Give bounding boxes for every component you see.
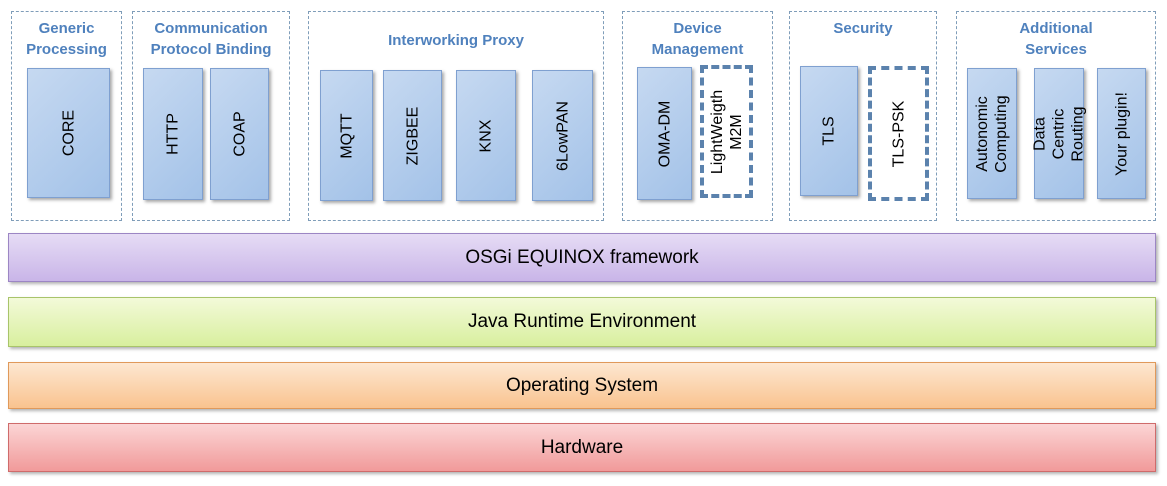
group-title-additional-services: Additional Services — [1019, 20, 1093, 58]
group-security: Security TLS TLS-PSK — [789, 11, 937, 221]
module-data-centric-routing: Data Centric Routing — [1032, 68, 1087, 199]
module-label-tls: TLS — [820, 116, 838, 146]
module-http: HTTP — [143, 68, 203, 200]
module-label-your-plugin: Your plugin! — [1113, 91, 1130, 176]
layer-hardware: Hardware — [8, 423, 1156, 472]
module-your-plugin: Your plugin! — [1097, 68, 1146, 199]
layer-osgi-framework: OSGi EQUINOX framework — [8, 233, 1156, 282]
module-label-autonomic-computing: Autonomic Computing — [974, 94, 1010, 173]
group-title-security: Security — [833, 20, 893, 37]
group-title-generic-processing: Generic Processing — [26, 20, 107, 58]
group-title-interworking-proxy: Interworking Proxy — [388, 32, 524, 49]
group-title-device-management: Device Management — [651, 20, 744, 58]
module-label-knx: KNX — [477, 119, 495, 152]
module-6lowpan: 6LowPAN — [532, 70, 593, 201]
module-label-6lowpan: 6LowPAN — [554, 100, 571, 171]
module-zigbee: ZIGBEE — [383, 70, 442, 201]
module-knx: KNX — [456, 70, 516, 201]
group-additional-services: Additional Services Autonomic Computing … — [956, 11, 1156, 221]
module-label-data-centric-routing: Data Centric Routing — [1031, 105, 1087, 162]
module-label-coap: COAP — [231, 111, 248, 157]
module-core: CORE — [27, 68, 110, 198]
group-device-management: Device Management OMA-DM LightWeigth M2M — [622, 11, 773, 221]
module-lightweight-m2m: LightWeigth M2M — [700, 65, 753, 198]
layer-label-os: Operating System — [505, 374, 659, 396]
layer-label-osgi: OSGi EQUINOX framework — [465, 246, 699, 268]
module-label-tls-psk: TLS-PSK — [890, 100, 907, 167]
module-mqtt: MQTT — [320, 70, 373, 201]
module-label-oma-dm: OMA-DM — [656, 100, 673, 167]
layer-label-hardware: Hardware — [540, 436, 624, 458]
layer-operating-system: Operating System — [8, 362, 1156, 409]
module-label-http: HTTP — [164, 113, 182, 155]
module-label-core: CORE — [60, 109, 77, 157]
module-oma-dm: OMA-DM — [637, 67, 692, 200]
group-communication-protocol-binding: Communication Protocol Binding HTTP COAP — [132, 11, 290, 221]
module-label-lightweight-m2m: LightWeigth M2M — [708, 89, 745, 174]
group-title-communication-protocol-binding: Communication Protocol Binding — [150, 20, 272, 58]
group-generic-processing: Generic Processing CORE — [11, 11, 122, 221]
module-autonomic-computing: Autonomic Computing — [967, 68, 1017, 199]
group-interworking-proxy: Interworking Proxy MQTT ZIGBEE KNX 6LowP… — [308, 11, 604, 221]
module-label-mqtt: MQTT — [338, 112, 355, 159]
layer-java-runtime: Java Runtime Environment — [8, 297, 1156, 347]
layer-label-jre: Java Runtime Environment — [467, 311, 697, 332]
module-coap: COAP — [210, 68, 269, 200]
module-tls: TLS — [800, 66, 858, 196]
module-label-zigbee: ZIGBEE — [404, 106, 421, 165]
module-tls-psk: TLS-PSK — [868, 66, 929, 201]
